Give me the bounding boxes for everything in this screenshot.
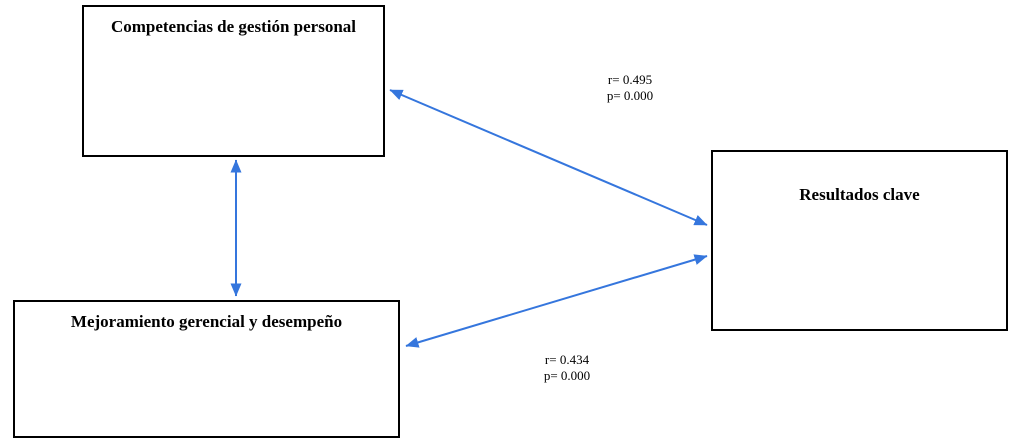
node-label-mejoramiento: Mejoramiento gerencial y desempeño: [70, 312, 343, 331]
edge-mejoramiento-resultados: [405, 254, 708, 348]
correlation-label-mejoramiento-resultados: r= 0.434 p= 0.000: [522, 352, 612, 385]
p-value: p= 0.000: [543, 368, 591, 384]
r-value: r= 0.434: [544, 352, 590, 367]
node-competencias-gestion-personal: Competencias de gestión personal: [82, 5, 385, 157]
node-label-resultados: Resultados clave: [799, 185, 920, 204]
p-value: p= 0.000: [606, 88, 654, 104]
correlation-label-competencias-resultados: r= 0.495 p= 0.000: [585, 72, 675, 105]
node-mejoramiento-gerencial-desempeno: Mejoramiento gerencial y desempeño: [13, 300, 400, 438]
r-value: r= 0.495: [607, 72, 653, 87]
node-resultados-clave: Resultados clave: [711, 150, 1008, 331]
node-label-competencias: Competencias de gestión personal: [110, 17, 357, 36]
edge-competencias-resultados: [389, 89, 708, 226]
